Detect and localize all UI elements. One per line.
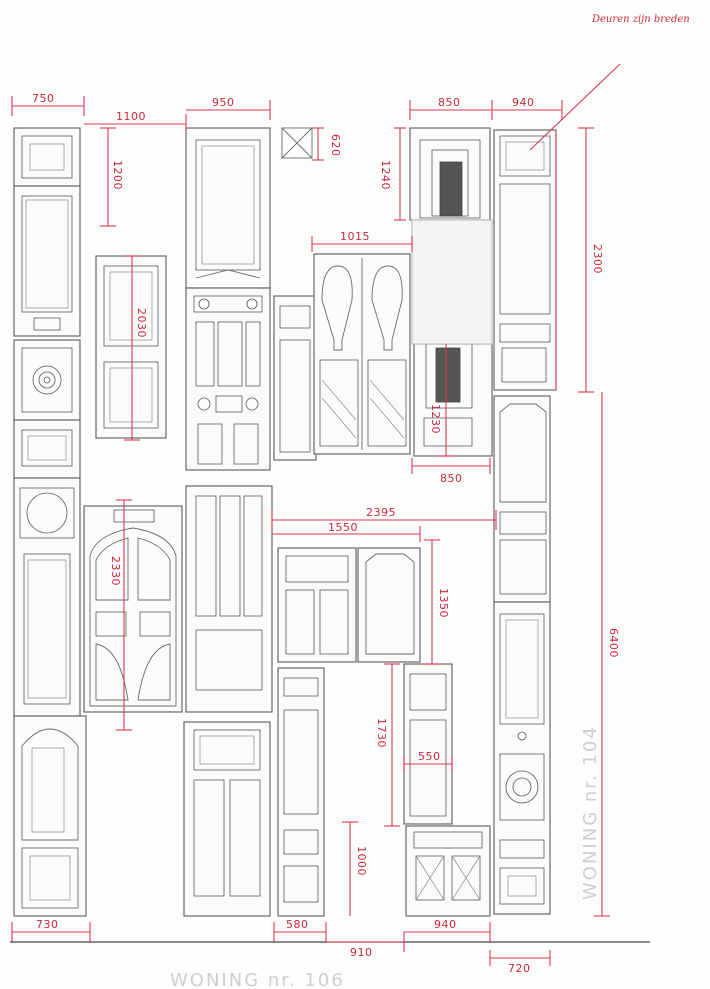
rosette-ornament-left (32, 365, 62, 395)
dim-1350: 1350 (437, 588, 450, 618)
watermark-vertical: WONING nr. 104 (580, 725, 601, 900)
dim-1730: 1730 (375, 718, 388, 748)
dimension-labels: Deuren zijn breden 750 1100 950 850 940 … (32, 14, 690, 975)
dim-2300: 2300 (591, 244, 604, 274)
rosette-ornament-right (505, 770, 539, 804)
dim-2395: 2395 (366, 506, 396, 519)
dim-750: 750 (32, 92, 55, 105)
dim-1240: 1240 (379, 160, 392, 190)
dim-1200: 1200 (111, 160, 124, 190)
door-stack-left (13, 127, 87, 917)
dim-1015: 1015 (340, 230, 370, 243)
door-arched-double (83, 505, 183, 713)
dim-620: 620 (329, 134, 342, 157)
window-cross-box (281, 127, 313, 159)
dim-910: 910 (350, 946, 373, 959)
dim-550: 550 (418, 750, 441, 763)
glass-pane-overlay (411, 219, 493, 345)
door-right-tall (493, 129, 557, 391)
door-double-keyhole (313, 253, 411, 455)
dim-1550: 1550 (328, 521, 358, 534)
door-lower-narrow (277, 667, 325, 917)
dim-2330: 2330 (109, 556, 122, 586)
dim-940-bottom: 940 (434, 918, 457, 931)
dimension-lines (11, 63, 621, 966)
door-lower-mid (403, 663, 491, 917)
door-center-top (185, 127, 271, 289)
door-center-middle (185, 485, 273, 713)
dim-940-top: 940 (512, 96, 535, 109)
dim-6400: 6400 (607, 628, 620, 658)
dim-850-top: 850 (438, 96, 461, 109)
watermark-bottom: WONING nr. 106 (170, 970, 345, 989)
door-small-upper (95, 255, 167, 439)
door-dark-glass-top (409, 127, 491, 221)
door-narrow-mid (273, 295, 317, 461)
dim-580: 580 (286, 918, 309, 931)
dim-1230: 1230 (429, 404, 442, 434)
dim-730: 730 (36, 918, 59, 931)
door-center-ornate (185, 287, 271, 471)
dim-2030: 2030 (135, 308, 148, 338)
dim-950: 950 (212, 96, 235, 109)
door-transom-pair (277, 547, 421, 663)
door-right-stack (493, 395, 551, 915)
dim-1100: 1100 (116, 110, 146, 123)
dim-850-mid: 850 (440, 472, 463, 485)
dim-720: 720 (508, 962, 531, 975)
door-center-bottom (183, 721, 271, 917)
door-dark-glass-lower (413, 343, 493, 457)
note-doors-width: Deuren zijn breden (591, 14, 690, 25)
dim-1000: 1000 (355, 846, 368, 876)
